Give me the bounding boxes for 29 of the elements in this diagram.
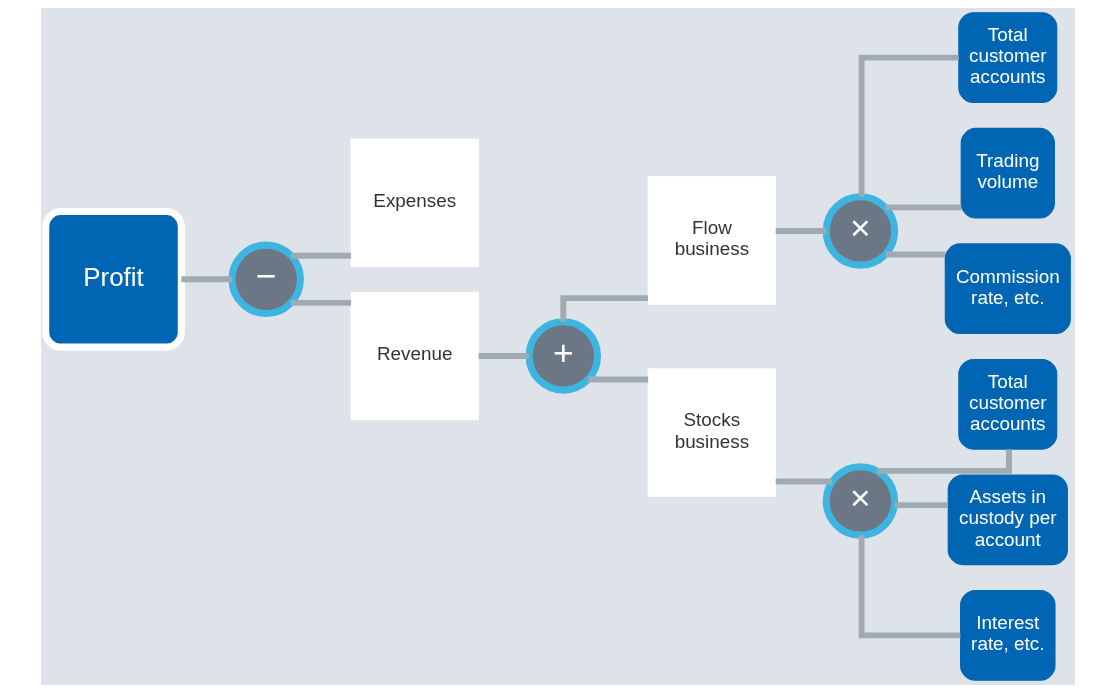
node-box: Revenue — [350, 291, 479, 421]
connector — [894, 502, 948, 509]
node-box: Flow business — [647, 176, 777, 305]
connector — [858, 54, 959, 197]
connector — [588, 376, 649, 383]
connector — [560, 295, 648, 322]
node-box: Trading volume — [960, 127, 1055, 219]
node-box: Profit — [42, 207, 185, 351]
connector — [885, 204, 962, 211]
node-circle: + — [525, 318, 602, 394]
node-box: Commission rate, etc. — [944, 243, 1071, 335]
node-box: Expenses — [350, 138, 479, 267]
connector — [478, 353, 529, 359]
connector — [181, 276, 232, 283]
connector — [858, 535, 961, 639]
node-circle: × — [822, 463, 899, 539]
node-circle: − — [228, 241, 304, 318]
node-box: Total customer accounts — [958, 12, 1058, 104]
connector — [885, 251, 946, 258]
node-circle: × — [822, 193, 899, 269]
node-box: Total customer accounts — [958, 358, 1058, 450]
connector — [291, 299, 351, 306]
node-box: Interest rate, etc. — [960, 589, 1056, 681]
connector — [291, 252, 351, 259]
node-box: Assets in custody per account — [947, 474, 1068, 566]
connector — [775, 478, 833, 485]
connector — [775, 228, 827, 234]
connector — [876, 449, 1012, 474]
node-box: Stocks business — [647, 368, 777, 497]
